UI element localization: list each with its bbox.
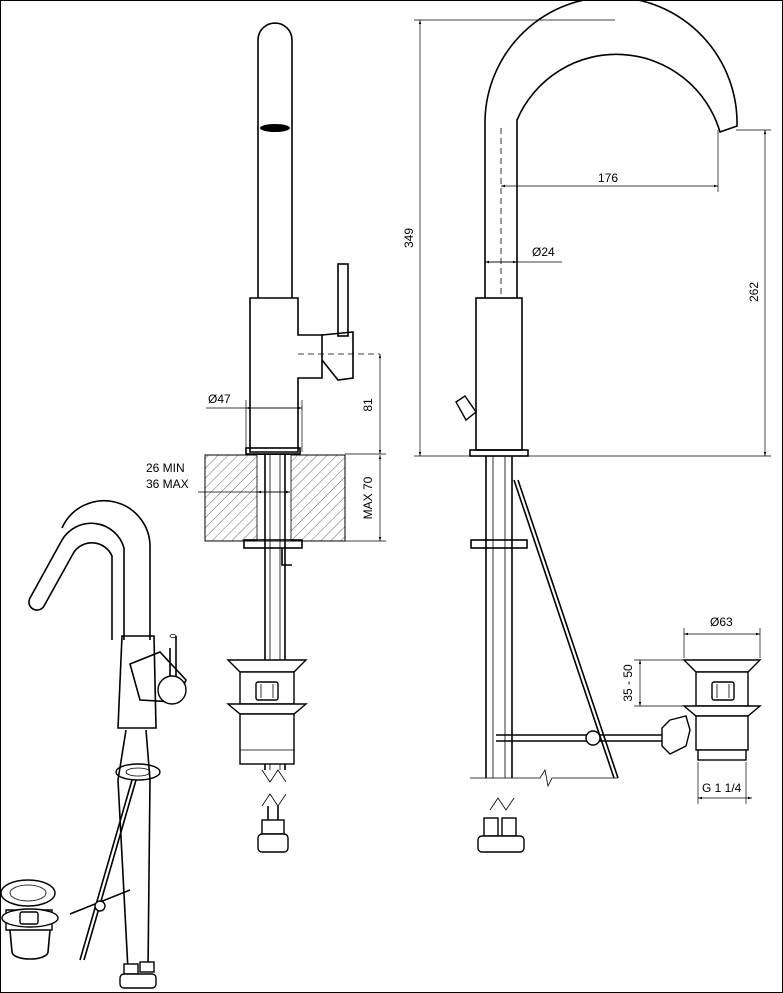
side-view <box>455 0 762 853</box>
dim-label-26-min: 26 MIN <box>146 461 185 475</box>
dim-label-262: 262 <box>747 282 761 302</box>
dim-label-349: 349 <box>402 228 416 248</box>
dim-label-35-50: 35 - 50 <box>621 664 635 702</box>
front-view <box>204 22 380 853</box>
dimension-lines <box>198 19 771 804</box>
dim-label-176: 176 <box>598 171 618 185</box>
dim-label-d24: Ø24 <box>532 245 555 259</box>
dim-label-d47: Ø47 <box>208 392 231 406</box>
dim-label-d63: Ø63 <box>710 615 733 629</box>
dim-label-max70: MAX 70 <box>361 476 375 519</box>
perspective-view <box>0 499 187 989</box>
dim-label-81: 81 <box>361 398 375 412</box>
dim-label-36-max: 36 MAX <box>146 477 189 491</box>
dim-label-g114: G 1 1/4 <box>702 781 742 795</box>
